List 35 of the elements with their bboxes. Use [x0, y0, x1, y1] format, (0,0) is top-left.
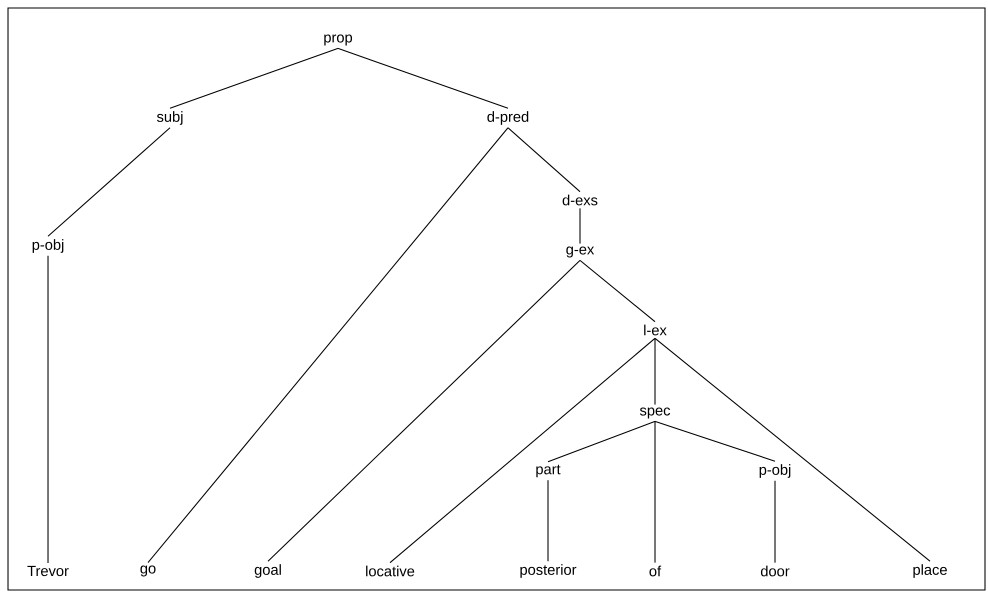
tree-node-label: prop — [324, 34, 352, 46]
leaf-word: Trevor — [27, 566, 69, 576]
tree-branch — [579, 208, 581, 244]
tree-branch — [48, 127, 170, 237]
tree-node-label: p-obj — [32, 239, 64, 253]
leaf-word: goal — [254, 564, 281, 578]
leaf-word: locative — [366, 566, 414, 576]
leaf-word: go — [140, 566, 156, 576]
tree-branch — [654, 421, 656, 563]
tree-node-label: g-ex — [566, 246, 594, 258]
tree-branch — [170, 48, 338, 109]
tree-node-label: spec — [640, 408, 670, 418]
leaf-word: place — [913, 564, 947, 578]
tree-branch — [508, 127, 580, 192]
tree-branch — [148, 127, 508, 563]
tree-branch — [47, 256, 49, 563]
tree-branch — [654, 338, 930, 562]
tree-node-label: d-exs — [562, 194, 598, 206]
leaf-word: of — [650, 566, 662, 576]
leaf-word: door — [760, 566, 790, 576]
tree-branch — [390, 338, 656, 564]
leaf-word: posterior — [520, 564, 576, 578]
tree-branch — [580, 260, 656, 322]
tree-node-label: p-obj — [760, 464, 790, 478]
tree-node-label: subj — [156, 111, 182, 125]
tree-branch — [548, 420, 656, 462]
tree-branch — [654, 420, 776, 462]
tree-branch — [654, 338, 656, 405]
tree-branch — [547, 480, 549, 562]
tree-node-label: part — [536, 464, 561, 478]
tree-branch — [338, 48, 508, 109]
tree-branch — [774, 480, 776, 563]
tree-node-label: l-ex — [644, 324, 667, 336]
tree-branch — [268, 260, 580, 562]
tree-node-label: d-pred — [487, 111, 528, 125]
